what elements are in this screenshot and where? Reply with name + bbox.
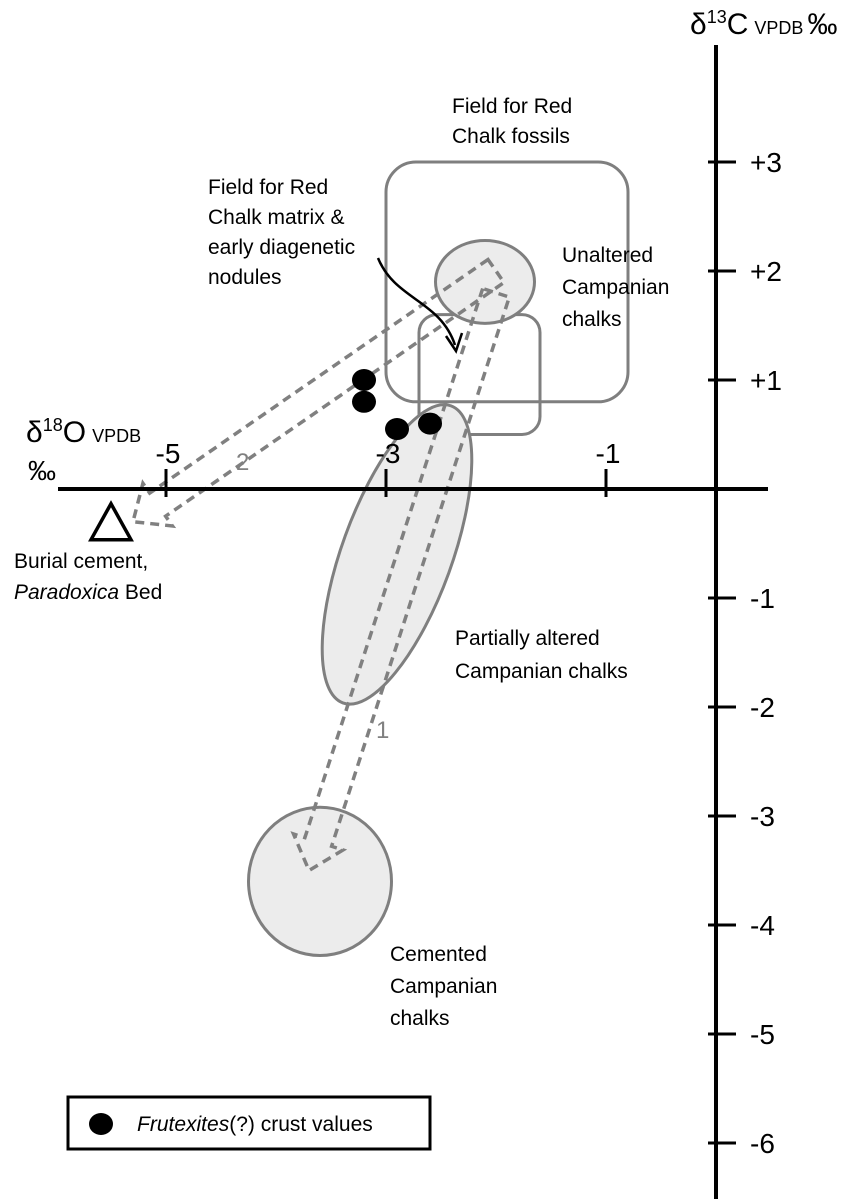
y-tick-label: -2 — [750, 692, 775, 723]
y-tick-label: -3 — [750, 801, 775, 832]
label-unaltered: Unaltered Campanian chalks — [562, 244, 675, 331]
legend-label: Frutexites(?) crust values — [137, 1113, 373, 1136]
frutexites-point — [352, 390, 376, 413]
matrix-pointer-arrow — [376, 257, 457, 346]
unaltered-field — [434, 238, 536, 325]
frutexites-points — [352, 369, 442, 441]
cemented-field — [247, 805, 393, 958]
trend-label-2: 2 — [236, 449, 249, 476]
label-cemented: Cemented Campanian chalks — [390, 943, 503, 1030]
x-tick-label: -1 — [596, 438, 621, 469]
y-tick-label: +3 — [750, 147, 782, 178]
y-tick-label: +2 — [750, 256, 782, 287]
label-red-fossils: Field for Red Chalk fossils — [452, 95, 578, 148]
legend-dot-icon — [89, 1113, 113, 1135]
label-partially-altered: Partially altered Campanian chalks — [455, 627, 628, 683]
x-tick-label: -3 — [376, 438, 401, 469]
frutexites-point — [352, 369, 376, 391]
y-tick-label: +1 — [750, 365, 782, 396]
red-chalk-fossils-field — [384, 160, 630, 404]
trend-arrow-2 — [130, 257, 507, 529]
x-tick-label: -5 — [156, 438, 181, 469]
label-red-matrix: Field for Red Chalk matrix & early diage… — [208, 176, 361, 289]
y-tick-label: -1 — [750, 583, 775, 614]
x-axis-ticks: -5 -3 -1 — [156, 438, 621, 497]
partially-altered-field — [320, 403, 474, 706]
frutexites-point — [418, 412, 442, 435]
y-tick-label: -6 — [750, 1128, 775, 1159]
label-burial-cement: Burial cement, Paradoxica Bed — [14, 550, 162, 604]
legend-box — [66, 1095, 432, 1151]
x-axis-unit: ‰ — [28, 455, 56, 486]
burial-cement-marker — [88, 500, 134, 542]
trend-arrow-1 — [290, 286, 512, 874]
y-tick-label: -4 — [750, 910, 775, 941]
trend-label-1: 1 — [376, 717, 389, 744]
y-tick-label: -5 — [750, 1019, 775, 1050]
frutexites-point — [385, 418, 409, 441]
y-axis-ticks: +3 +2 +1 -1 -2 -3 -4 -5 -6 — [708, 147, 782, 1159]
matrix-pointer-head — [444, 332, 464, 354]
